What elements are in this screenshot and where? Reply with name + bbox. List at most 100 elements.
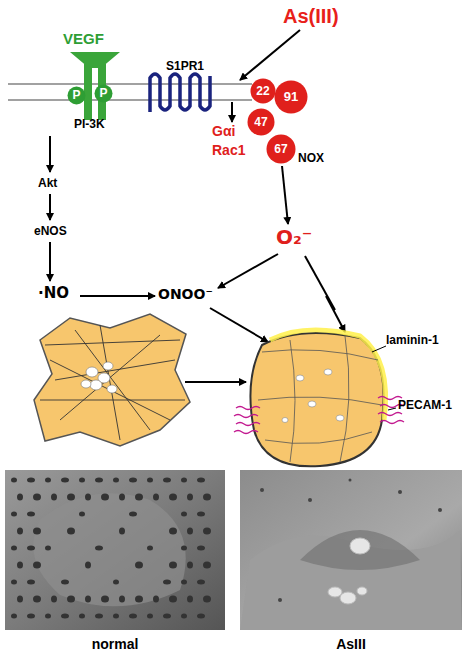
drawing-part — [380, 421, 404, 424]
fenestra — [11, 546, 17, 551]
drawing-part — [378, 413, 402, 416]
fenestra — [101, 494, 109, 501]
drawing-part — [103, 362, 113, 370]
fenestra — [101, 596, 109, 603]
fenestra — [85, 562, 91, 569]
fenestra — [147, 478, 153, 483]
drawing-part — [258, 397, 382, 405]
drawing-part — [438, 508, 442, 512]
fenestra — [17, 528, 23, 535]
receptor-label: S1PR1 — [166, 60, 204, 73]
drawing-part — [33, 493, 185, 606]
drawing-part — [340, 336, 349, 462]
circle-fill — [275, 81, 308, 114]
drawing-part — [262, 350, 378, 360]
fenestra — [197, 546, 205, 551]
fenestra — [51, 596, 57, 603]
sem-panel: AsIII — [240, 470, 462, 652]
fenestra — [163, 614, 171, 619]
fenestra — [27, 614, 35, 619]
drawing-part — [350, 538, 370, 554]
drawing-part — [218, 254, 278, 288]
fenestra — [129, 512, 137, 517]
fenestra — [153, 494, 159, 501]
protein-label: Rac1 — [212, 143, 245, 158]
fenestra — [79, 614, 85, 619]
arsenic-cell — [234, 330, 404, 466]
fenestra — [197, 512, 205, 517]
vegf-receptor — [70, 52, 120, 120]
fenestra — [197, 580, 205, 585]
drawing-part — [388, 408, 396, 410]
fenestra — [61, 478, 69, 483]
callout-label: laminin-1 — [386, 334, 439, 347]
drawing-part — [260, 488, 264, 492]
drawing-part — [308, 498, 312, 502]
drawing-part — [49, 242, 51, 281]
drawing-part — [40, 325, 185, 440]
fenestra — [33, 562, 41, 569]
drawing-part — [240, 30, 300, 80]
membrane — [8, 84, 252, 100]
fenestra — [169, 596, 177, 603]
drawing-part — [240, 530, 462, 630]
enzyme-label: NOX — [298, 152, 324, 165]
fenestra — [51, 494, 57, 501]
normal-cell — [34, 314, 190, 446]
drawing-part — [326, 296, 345, 332]
drawing-part — [81, 362, 117, 393]
nox-subunit: 91 — [274, 80, 308, 114]
fenestra — [45, 478, 51, 483]
radical-label: ONOO⁻ — [158, 287, 213, 302]
node-label: 67 — [266, 134, 296, 164]
fenestra — [27, 546, 35, 551]
fenestra — [203, 596, 211, 603]
drawing-part — [324, 369, 332, 375]
callout-label: PECAM-1 — [398, 399, 452, 412]
drawing-part — [234, 415, 258, 418]
drawing-part — [231, 102, 233, 122]
fenestra — [203, 494, 211, 501]
fenestra — [187, 596, 193, 603]
drawing-part — [250, 333, 383, 466]
fenestra — [27, 512, 35, 517]
fenestra — [197, 478, 205, 483]
drawing-part — [278, 598, 282, 602]
node-label: 91 — [274, 80, 308, 114]
node-label: P — [94, 84, 113, 103]
drawing-part — [270, 330, 386, 420]
drawing-part — [236, 423, 260, 426]
fenestra — [17, 596, 23, 603]
fenestra — [33, 596, 41, 603]
protein-label: Gαi — [212, 124, 235, 139]
fenestra — [119, 596, 125, 603]
fenestra — [11, 512, 17, 517]
fenestra — [197, 614, 205, 619]
fenestra — [113, 478, 119, 483]
kinase-label: PI-3K — [74, 118, 105, 131]
fenestra — [113, 614, 119, 619]
fenestra — [17, 494, 23, 501]
drawing-part — [49, 194, 51, 220]
drawing-part — [328, 538, 370, 604]
arsenic-label: As(III) — [283, 5, 339, 27]
fenestra — [45, 614, 51, 619]
fenestra — [135, 596, 143, 603]
drawing-part — [258, 336, 382, 462]
drawing-part — [84, 64, 92, 120]
fenestra — [187, 528, 193, 535]
fenestra — [203, 562, 211, 569]
fenestra — [85, 494, 91, 501]
drawing-part — [8, 99, 252, 100]
radical-label: O₂⁻ — [276, 226, 312, 248]
drawing-part — [70, 52, 120, 68]
fenestra — [67, 494, 75, 501]
fenestra — [181, 546, 187, 551]
enzyme-label: eNOS — [34, 225, 67, 238]
fenestra — [33, 494, 41, 501]
fenestra — [181, 614, 187, 619]
drawing-part — [240, 470, 462, 630]
fenestra — [27, 478, 35, 483]
fenestra — [85, 596, 91, 603]
drawing-part — [336, 415, 344, 421]
